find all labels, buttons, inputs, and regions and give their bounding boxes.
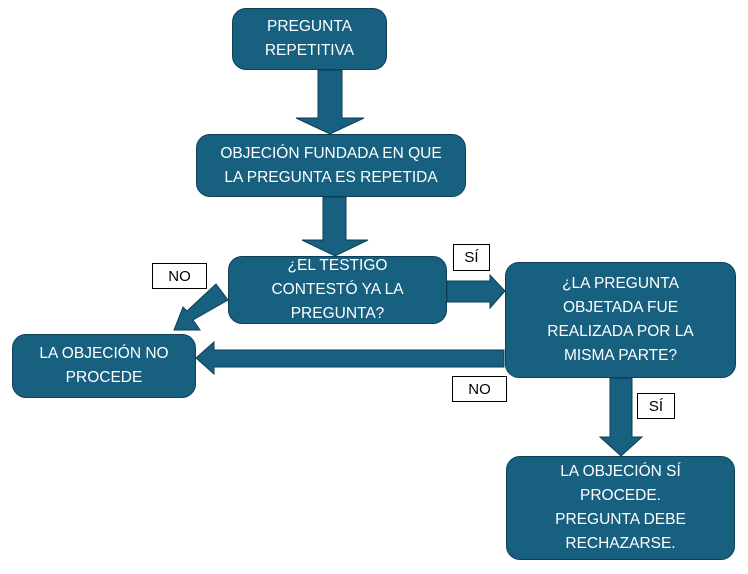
node-question-answered: ¿EL TESTIGO CONTESTÓ YA LA PREGUNTA?: [228, 256, 447, 324]
arrow-question-yes: [446, 273, 506, 310]
node-start: PREGUNTA REPETITIVA: [232, 8, 387, 70]
node-question-same-party: ¿LA PREGUNTA OBJETADA FUE REALIZADA POR …: [505, 262, 736, 378]
node-proceed: LA OBJECIÓN SÍ PROCEDE. PREGUNTA DEBE RE…: [506, 456, 735, 560]
arrow-same-party-yes: [598, 377, 644, 457]
label-same-party-no: NO: [452, 376, 507, 402]
arrow-start-to-objection: [295, 69, 365, 135]
arrow-question-no: [173, 283, 229, 331]
arrow-objection-to-question: [301, 196, 369, 257]
label-answered-yes: SÍ: [453, 244, 490, 271]
label-same-party-yes: SÍ: [637, 393, 675, 419]
node-objection: OBJECIÓN FUNDADA EN QUE LA PREGUNTA ES R…: [196, 134, 466, 197]
arrow-same-party-no: [195, 340, 505, 376]
label-answered-no: NO: [152, 263, 207, 289]
node-not-proceed: LA OBJECIÓN NO PROCEDE: [12, 334, 196, 398]
